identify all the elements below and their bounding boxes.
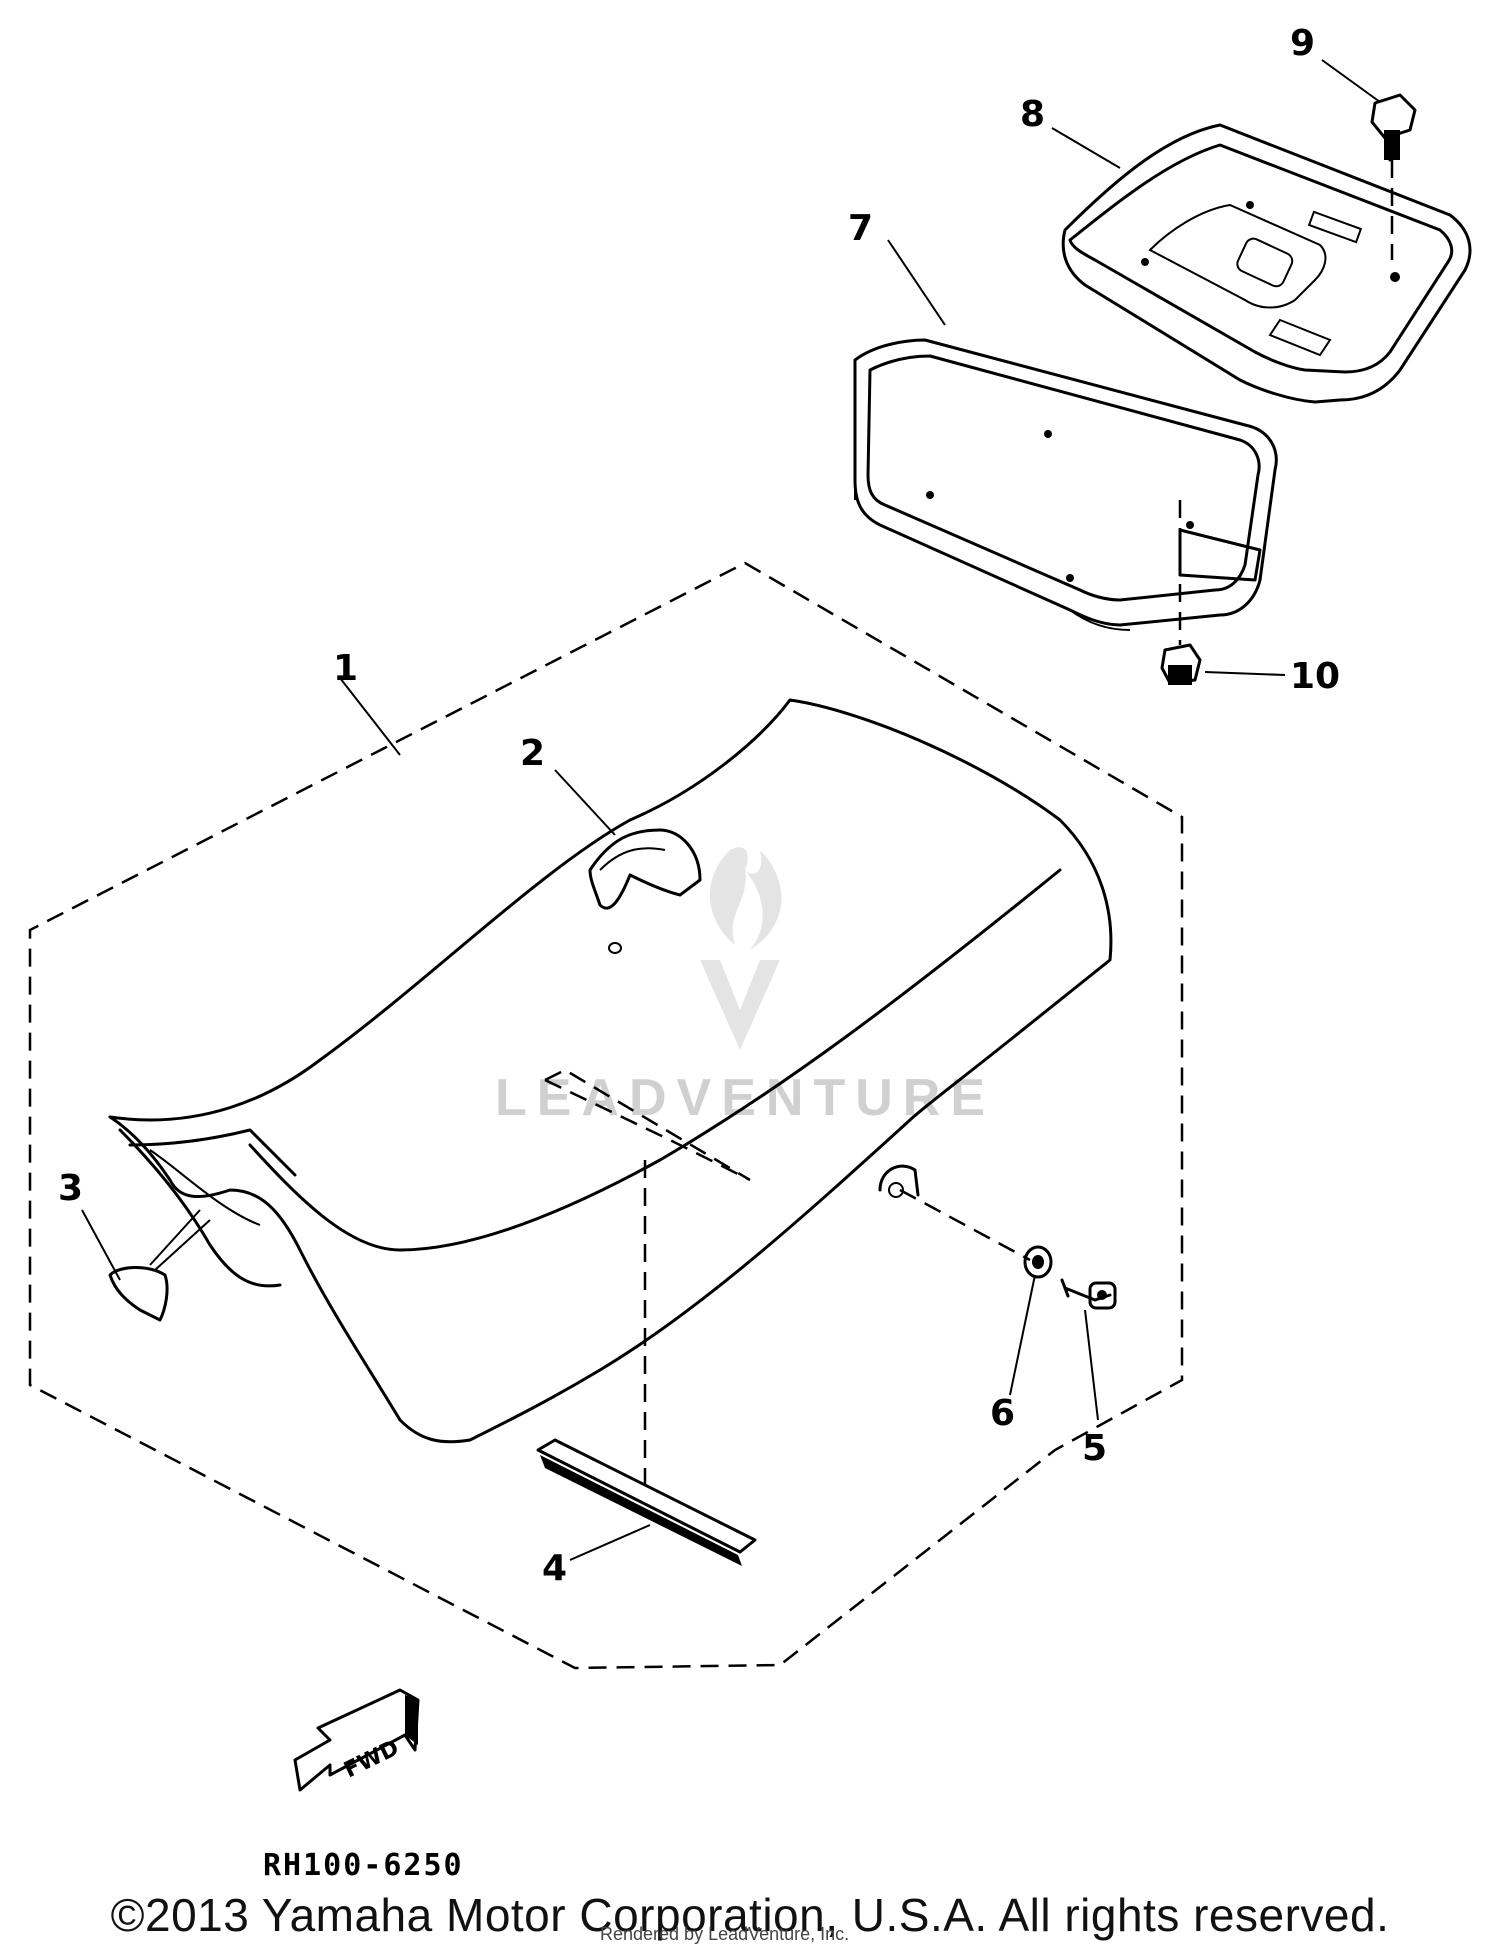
- callout-4: 4: [542, 1548, 567, 1589]
- part-6-washer: [1023, 1245, 1053, 1279]
- diagram-code: RH100-6250: [263, 1848, 464, 1883]
- part-4-strip: [536, 1160, 757, 1566]
- callout-1: 1: [333, 648, 358, 689]
- callout-9: 9: [1290, 23, 1315, 64]
- callout-3: 3: [58, 1168, 83, 1209]
- part-3-screw: [108, 1209, 211, 1322]
- part-10-plug: [1160, 500, 1202, 685]
- rendered-by-note: Rendered by LeadVenture, Inc.: [600, 1924, 850, 1944]
- callout-7: 7: [848, 208, 873, 249]
- part-2-seat-hook: [588, 828, 702, 910]
- part-7-box: [853, 338, 1278, 631]
- watermark-text: LEADVENTURE: [495, 1069, 995, 1127]
- fwd-label: FWD: [340, 1736, 403, 1784]
- watermark-logo: [700, 847, 782, 1050]
- part-8-tray: [1061, 123, 1472, 404]
- callout-2: 2: [520, 733, 545, 774]
- part-5-bolt: [1060, 1278, 1117, 1310]
- forward-arrow-icon: FWD: [293, 1688, 420, 1792]
- seat: [108, 698, 1113, 1444]
- copyright-notice: ©2013 Yamaha Motor Corporation, U.S.A. A…: [110, 1889, 1390, 1941]
- callout-10: 10: [1290, 656, 1340, 697]
- callout-5: 5: [1082, 1428, 1107, 1469]
- callout-8: 8: [1020, 94, 1045, 135]
- callout-6: 6: [990, 1393, 1015, 1434]
- leader-lines: [81, 59, 1381, 1561]
- part-9-bolt: [1370, 93, 1417, 260]
